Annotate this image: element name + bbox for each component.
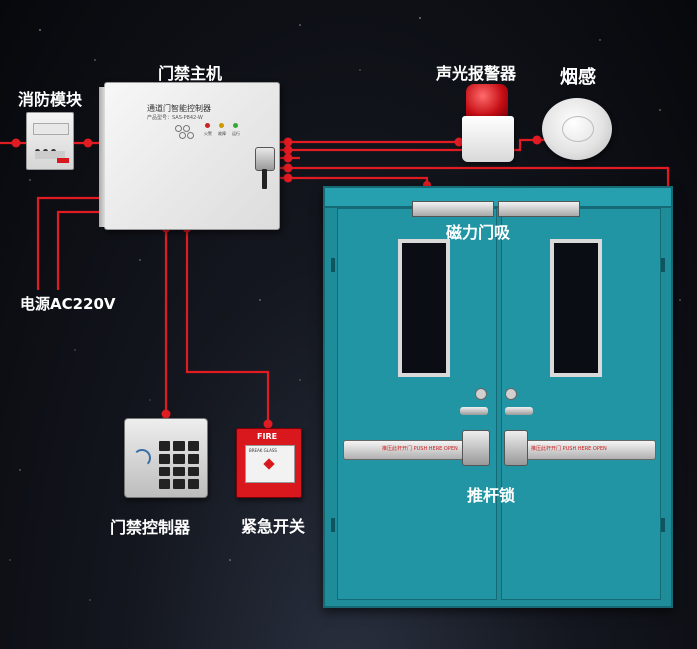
smoke-label: 烟感 — [560, 67, 596, 88]
fire-door — [323, 186, 673, 608]
smoke-detector-device — [542, 98, 612, 160]
sound-light-alarm-device — [462, 84, 518, 164]
door-right-window — [550, 239, 602, 377]
keypad-card-reader-icon — [133, 449, 151, 467]
access-keypad-label: 门禁控制器 — [110, 518, 191, 537]
door-knob-left — [475, 388, 487, 400]
door-handle-right — [505, 407, 533, 415]
led-fault — [219, 123, 224, 128]
controller-led-group: 火警 故障 运行 — [204, 123, 245, 143]
push-bar-latch-left — [462, 430, 490, 466]
led-run — [233, 123, 238, 128]
access-keypad-device — [124, 418, 208, 498]
controller-key-lock-icon — [255, 147, 275, 171]
door-left-window — [398, 239, 450, 377]
controller-key-icon — [262, 169, 267, 189]
push-bar-left: 推压此杆开门 PUSH HERE OPEN — [343, 440, 489, 460]
keypad-buttons — [159, 441, 199, 489]
door-right-leaf — [501, 208, 661, 600]
door-left-leaf — [337, 208, 497, 600]
push-bar-latch-right — [504, 430, 528, 466]
fire-module-label: 消防模块 — [18, 90, 83, 109]
push-bar-label: 推杆锁 — [467, 486, 516, 505]
controller-model: 产品型号：SAS-P842-W — [147, 115, 203, 121]
emergency-switch-device: FIRE BREAK GLASS — [236, 428, 302, 498]
led-fire — [205, 123, 210, 128]
controller-title: 通道门智能控制器 — [147, 104, 211, 113]
power-label: 电源AC220V — [20, 295, 116, 313]
controller-side-edge — [99, 87, 105, 227]
access-controller-host-device: 通道门智能控制器 产品型号：SAS-P842-W 火警 故障 运行 — [99, 82, 280, 230]
magnetic-lock-device — [412, 201, 580, 217]
controller-host-label: 门禁主机 — [158, 64, 223, 83]
door-knob-right — [505, 388, 517, 400]
alarm-label: 声光报警器 — [436, 64, 517, 83]
controller-button-cluster — [175, 125, 197, 139]
emergency-switch-label: 紧急开关 — [241, 517, 306, 536]
fire-module-device — [26, 112, 74, 170]
door-handle-left — [460, 407, 488, 415]
push-bar-right: 推压此杆开门 PUSH HERE OPEN — [504, 440, 656, 460]
maglock-label: 磁力门吸 — [446, 223, 511, 242]
